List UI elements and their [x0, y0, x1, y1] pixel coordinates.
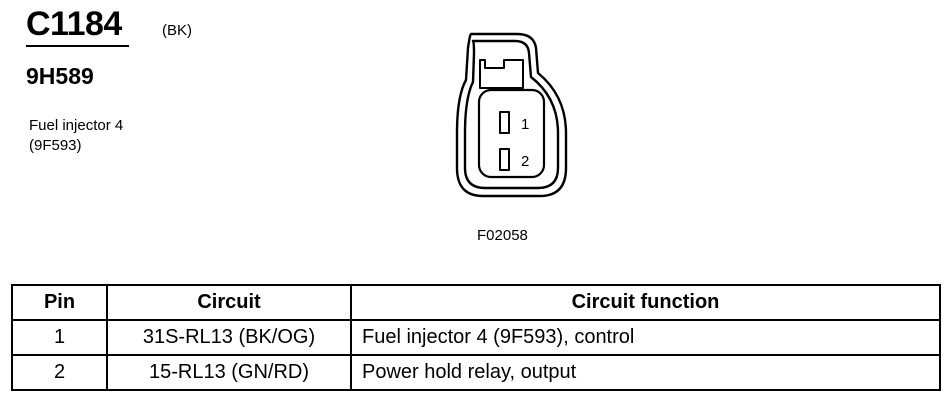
circuit-cell: 15-RL13 (GN/RD) — [106, 354, 352, 391]
header-circuit: Circuit — [106, 284, 352, 321]
table-row: 1 31S-RL13 (BK/OG) Fuel injector 4 (9F59… — [11, 319, 941, 356]
pin-1-label: 1 — [521, 116, 529, 133]
pin-table: Pin Circuit Circuit function 1 31S-RL13 … — [11, 284, 941, 391]
function-cell: Fuel injector 4 (9F593), control — [350, 319, 941, 356]
component-code: (9F593) — [29, 137, 82, 154]
table-row: 2 15-RL13 (GN/RD) Power hold relay, outp… — [11, 354, 941, 391]
terminal-cavity — [477, 88, 546, 179]
table-header-row: Pin Circuit Circuit function — [11, 284, 941, 321]
circuit-cell: 31S-RL13 (BK/OG) — [106, 319, 352, 356]
figure-code: F02058 — [477, 227, 528, 244]
connector-face-diagram: 1 2 — [455, 32, 568, 198]
pin-2-terminal — [499, 148, 510, 171]
pin-1-terminal — [499, 111, 510, 134]
locking-tab — [479, 59, 524, 89]
component-name: Fuel injector 4 — [29, 117, 124, 134]
component-description: Fuel injector 4 (9F593) — [29, 116, 123, 156]
connector-outer-shell — [455, 32, 568, 198]
function-cell: Power hold relay, output — [350, 354, 941, 391]
part-number: 9H589 — [26, 63, 94, 89]
connector-color-code: (BK) — [162, 22, 192, 39]
title-underline — [26, 45, 129, 47]
pin-2-label: 2 — [521, 153, 529, 170]
connector-id: C1184 — [26, 5, 122, 43]
pin-cell: 2 — [11, 354, 108, 391]
header-pin: Pin — [11, 284, 108, 321]
header-circuit-function: Circuit function — [350, 284, 941, 321]
connector-inner-shell — [463, 39, 560, 190]
pin-cell: 1 — [11, 319, 108, 356]
